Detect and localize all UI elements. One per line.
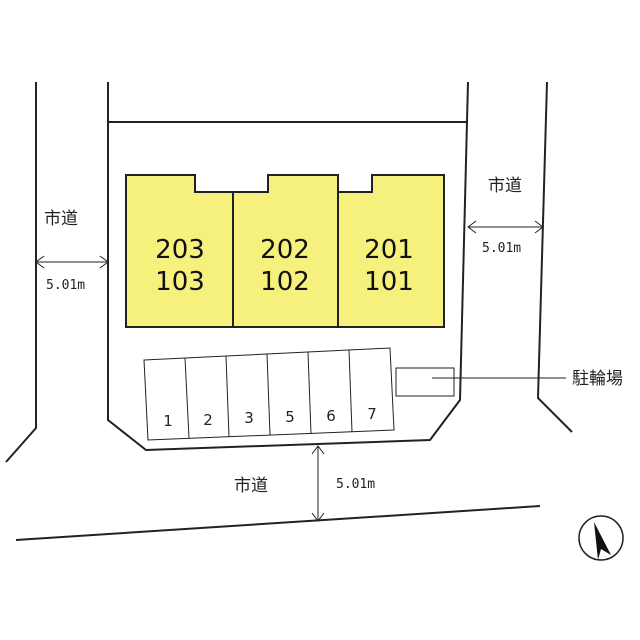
bottom-road-edge: [15, 505, 541, 541]
parking-divider-3: [266, 353, 271, 436]
right-road-edge: [536, 81, 573, 433]
parking-divider-5: [348, 349, 353, 433]
parking-slot-label: 5: [285, 408, 295, 426]
down-arrow-head: [311, 512, 325, 522]
bottom-road-label: 市道: [234, 476, 268, 496]
parking-slot-label: 1: [163, 412, 173, 430]
unit-3-top: 201: [364, 235, 414, 265]
parking-slot-label: 3: [244, 409, 254, 427]
left-road-label: 市道: [44, 209, 78, 229]
left-road-edge: [5, 82, 37, 463]
parking-area: [143, 347, 395, 441]
left-road-width: 5.01m: [46, 278, 85, 293]
unit-2-bottom: 102: [260, 267, 310, 297]
right-road-width: 5.01m: [482, 241, 521, 256]
parking-divider-1: [184, 357, 190, 439]
unit-1-top: 203: [155, 235, 205, 265]
right-arrow-head: [534, 220, 544, 234]
up-arrow-head: [311, 445, 325, 455]
left-arrow-head: [35, 255, 45, 269]
parking-slot-label: 2: [203, 411, 213, 429]
unit-3-bottom: 101: [364, 267, 414, 297]
unit-2-top: 202: [260, 235, 310, 265]
parking-slot-label: 6: [326, 407, 336, 425]
parking-divider-4: [307, 351, 312, 435]
lot-boundary: [107, 81, 469, 452]
north-arrow-icon: [578, 515, 624, 561]
bicycle-parking-label: 駐輪場: [572, 369, 623, 389]
bicycle-parking-box: [395, 367, 455, 397]
unit-1-bottom: 103: [155, 267, 205, 297]
bottom-road-width: 5.01m: [336, 477, 375, 492]
right-arrow-head: [99, 255, 109, 269]
parking-divider-2: [225, 355, 230, 438]
parking-slot-label: 7: [367, 405, 377, 423]
left-arrow-head: [467, 220, 477, 234]
right-road-label: 市道: [488, 176, 522, 196]
